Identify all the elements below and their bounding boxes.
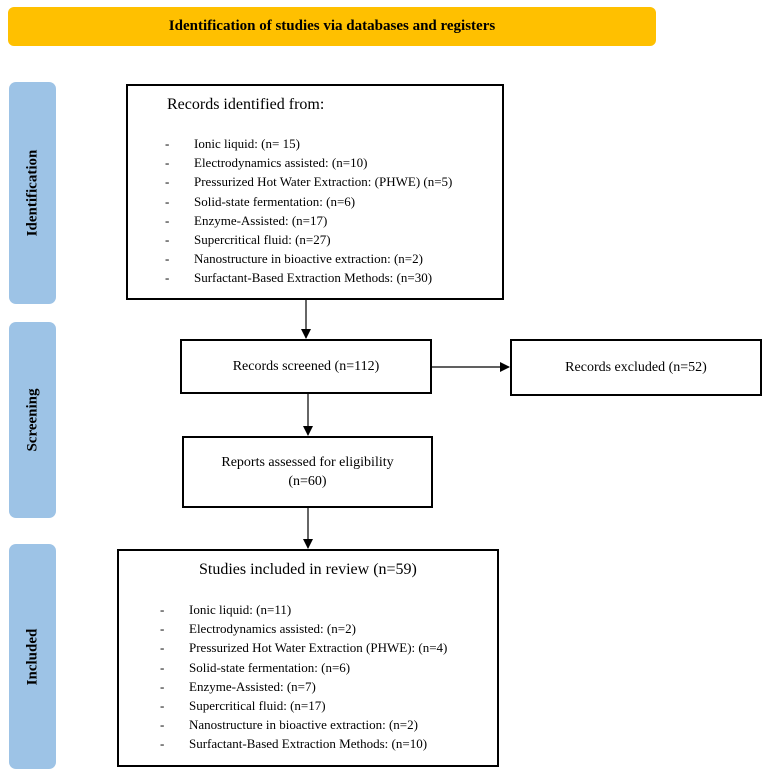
list-item: Electrodynamics assisted: (n=10) [165, 153, 452, 172]
phase-included-label: Included [24, 628, 40, 685]
records-excluded-box: Records excluded (n=52) [510, 339, 762, 396]
header-banner: Identification of studies via databases … [8, 7, 656, 46]
list-item: Solid-state fermentation: (n=6) [165, 192, 452, 211]
list-item: Electrodynamics assisted: (n=2) [160, 619, 447, 638]
header-title: Identification of studies via databases … [168, 18, 496, 34]
list-item: Nanostructure in bioactive extraction: (… [165, 249, 452, 268]
phase-screening: Screening [9, 322, 56, 518]
records-identified-title: Records identified from: [167, 96, 325, 113]
records-identified-list: Ionic liquid: (n= 15) Electrodynamics as… [165, 134, 452, 288]
records-screened-box: Records screened (n=112) [180, 339, 432, 394]
list-item: Enzyme-Assisted: (n=17) [165, 211, 452, 230]
records-screened-label: Records screened (n=112) [232, 359, 380, 374]
list-item: Nanostructure in bioactive extraction: (… [160, 715, 447, 734]
list-item: Supercritical fluid: (n=17) [160, 696, 447, 715]
list-item: Ionic liquid: (n= 15) [165, 134, 452, 153]
list-item: Ionic liquid: (n=11) [160, 600, 447, 619]
phase-included: Included [9, 544, 56, 769]
phase-identification-label: Identification [24, 149, 40, 237]
reports-assessed-box: Reports assessed for eligibility (n=60) [182, 436, 433, 508]
reports-assessed-line2: (n=60) [288, 474, 327, 489]
records-identified-box: Records identified from: Ionic liquid: (… [126, 84, 504, 300]
list-item: Solid-state fermentation: (n=6) [160, 658, 447, 677]
list-item: Pressurized Hot Water Extraction: (PHWE)… [165, 172, 452, 191]
list-item: Surfactant-Based Extraction Methods: (n=… [160, 734, 447, 753]
reports-assessed-line1: Reports assessed for eligibility [221, 455, 394, 470]
list-item: Surfactant-Based Extraction Methods: (n=… [165, 268, 452, 287]
studies-included-list: Ionic liquid: (n=11) Electrodynamics ass… [160, 600, 447, 754]
list-item: Enzyme-Assisted: (n=7) [160, 677, 447, 696]
list-item: Supercritical fluid: (n=27) [165, 230, 452, 249]
studies-included-box: Studies included in review (n=59) Ionic … [117, 549, 499, 767]
list-item: Pressurized Hot Water Extraction (PHWE):… [160, 638, 447, 657]
phase-screening-label: Screening [24, 388, 40, 452]
phase-identification: Identification [9, 82, 56, 304]
records-excluded-label: Records excluded (n=52) [565, 360, 707, 375]
studies-included-title: Studies included in review (n=59) [199, 561, 417, 578]
